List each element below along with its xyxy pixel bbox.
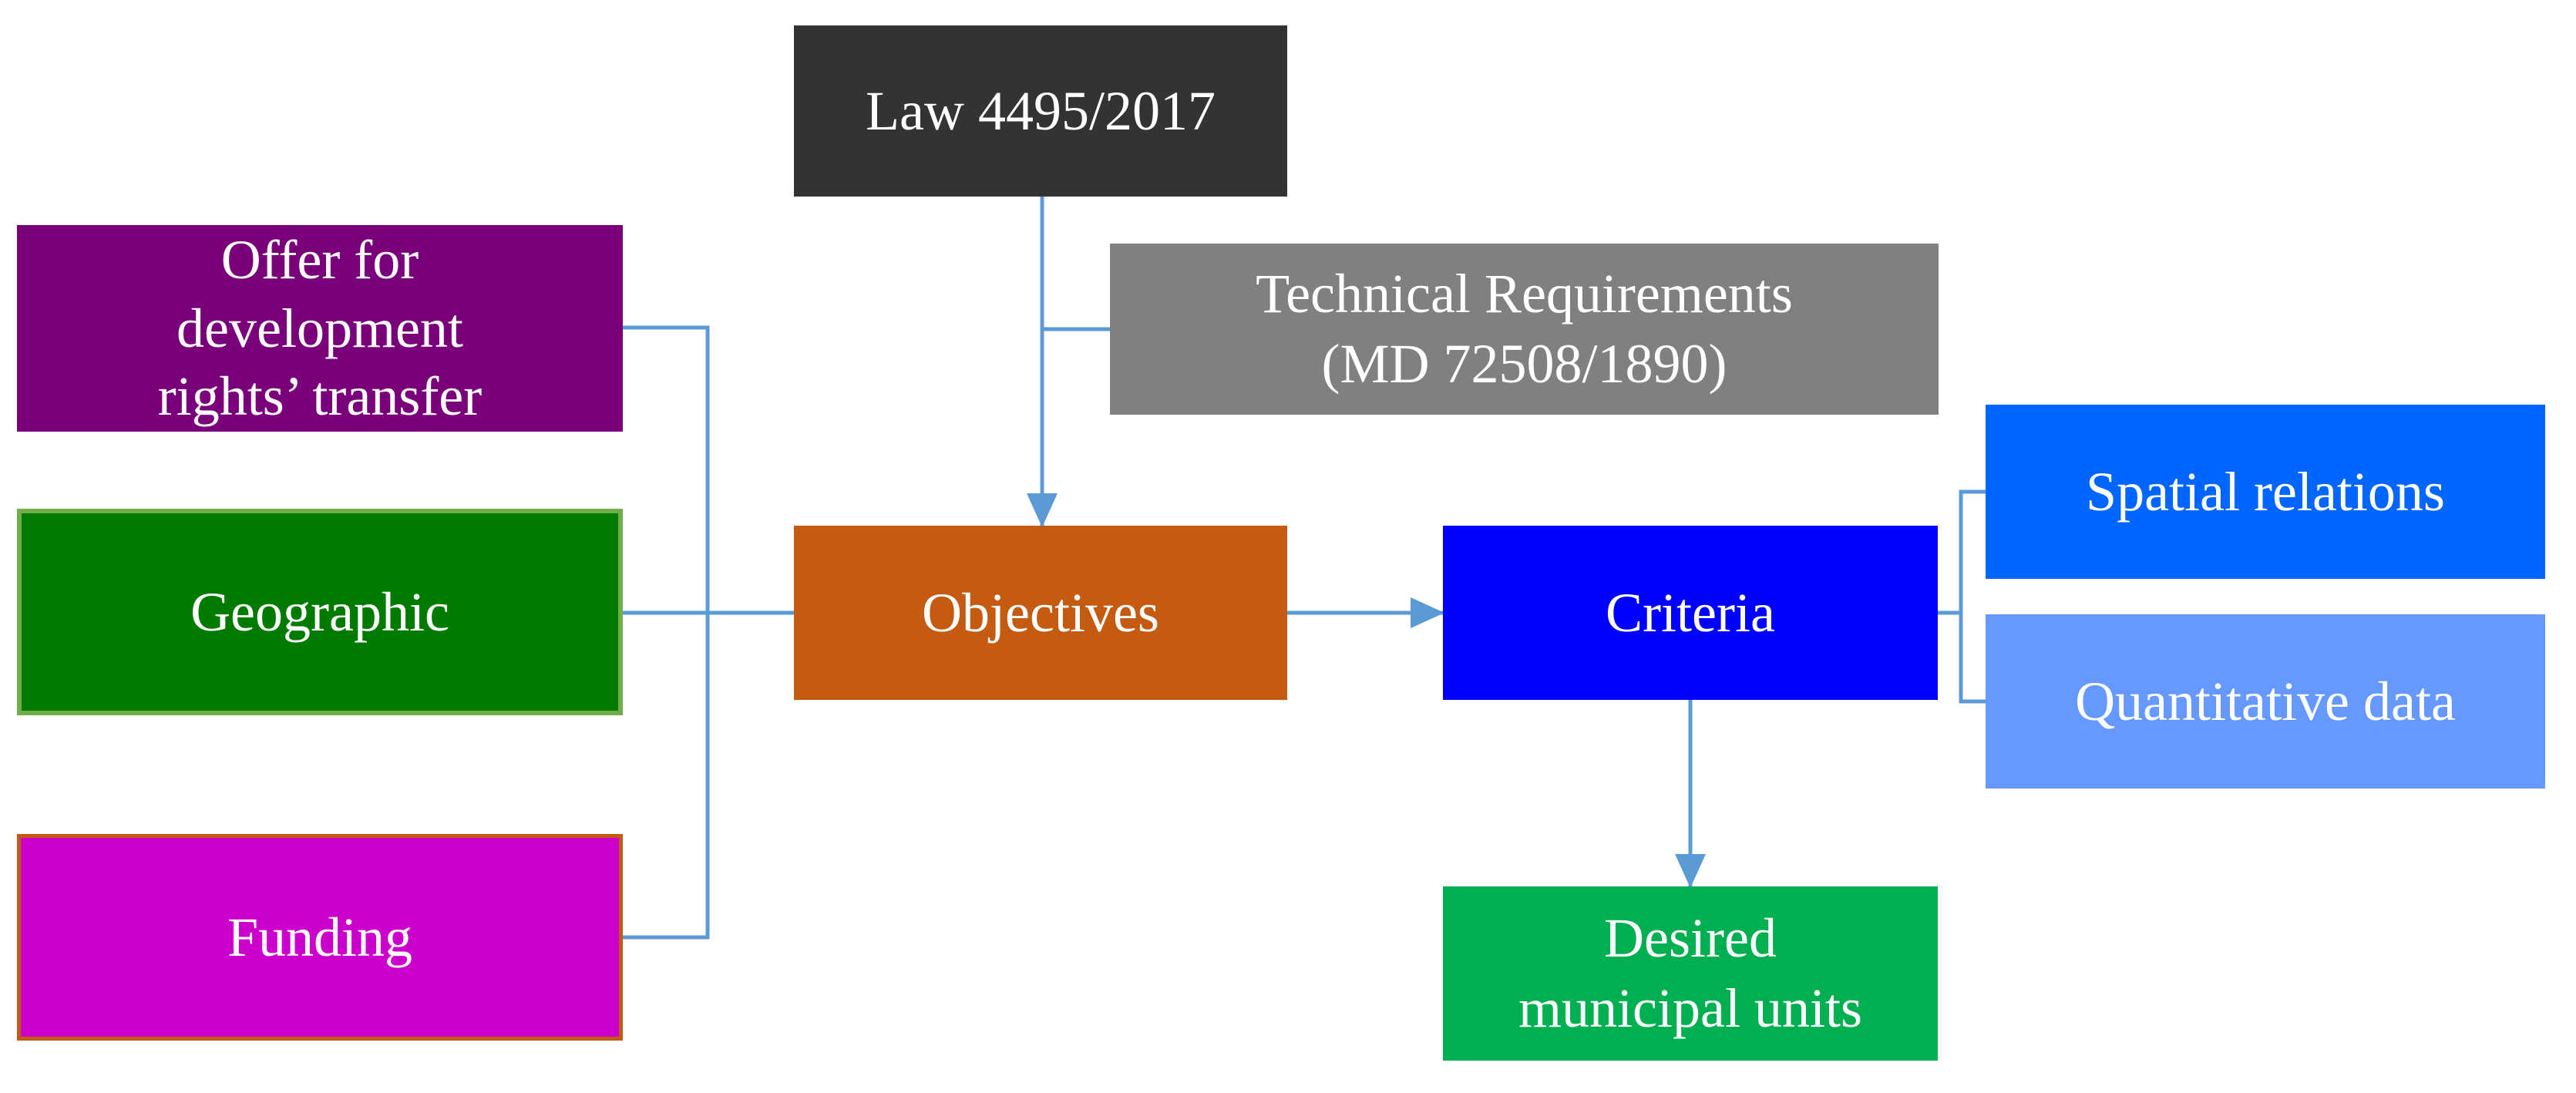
node-desired-municipal-units: Desired municipal units bbox=[1443, 886, 1938, 1061]
edge-funding-to-bracket bbox=[623, 613, 710, 940]
node-funding-label: Funding bbox=[227, 906, 413, 968]
node-quantitative-data-label: Quantitative data bbox=[2075, 670, 2456, 732]
node-objectives: Objectives bbox=[794, 526, 1287, 700]
node-spatial-relations-label: Spatial relations bbox=[2086, 460, 2445, 523]
node-criteria-label: Criteria bbox=[1606, 581, 1775, 644]
edge-offer-to-bracket bbox=[623, 325, 710, 613]
edge-bracket-to-spatial bbox=[1959, 489, 1986, 704]
node-offer-development-rights: Offer for development rights’ transfer bbox=[17, 225, 623, 432]
node-geographic-label: Geographic bbox=[190, 580, 449, 643]
node-spatial-relations: Spatial relations bbox=[1986, 405, 2545, 579]
node-funding: Funding bbox=[17, 834, 623, 1041]
node-desired-units-label: Desired municipal units bbox=[1518, 907, 1862, 1039]
node-technical-requirements-label: Technical Requirements (MD 72508/1890) bbox=[1256, 263, 1793, 395]
node-criteria: Criteria bbox=[1443, 526, 1938, 700]
node-technical-requirements: Technical Requirements (MD 72508/1890) bbox=[1110, 244, 1939, 415]
node-law-label: Law 4495/2017 bbox=[866, 79, 1216, 142]
node-objectives-label: Objectives bbox=[922, 581, 1159, 644]
node-offer-label: Offer for development rights’ transfer bbox=[157, 229, 483, 428]
node-law: Law 4495/2017 bbox=[794, 25, 1287, 197]
node-geographic: Geographic bbox=[17, 509, 623, 715]
node-quantitative-data: Quantitative data bbox=[1986, 614, 2545, 789]
